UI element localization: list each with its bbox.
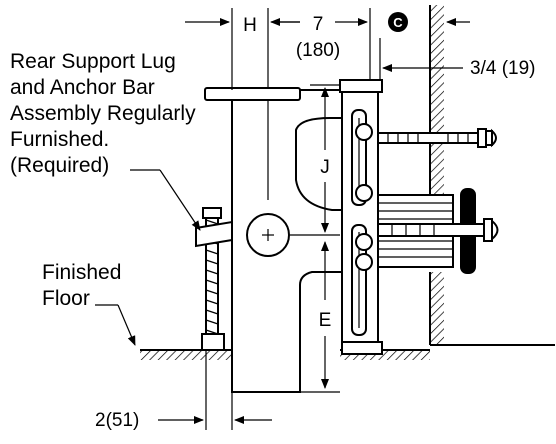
centerline-symbol: C: [388, 12, 408, 32]
annotation-line-2: and Anchor Bar: [10, 76, 155, 99]
dim-7-label: 7: [313, 14, 324, 35]
floor-line-2: Floor: [42, 287, 90, 310]
annotation-line-3: Assembly Regularly: [10, 102, 196, 125]
centerline-letter: C: [393, 15, 403, 30]
wall: [429, 5, 555, 346]
annotation-line-1: Rear Support Lug: [10, 50, 176, 73]
dim-3-4-label: 3/4 (19): [470, 58, 535, 79]
coupling-assembly: [377, 188, 499, 274]
dimension-lines: [95, 8, 470, 430]
upper-bolt: [377, 128, 497, 148]
floor-line-1: Finished: [42, 261, 121, 284]
dim-7-mm-label: (180): [296, 40, 340, 61]
annotation-line-4: Furnished.: [10, 128, 109, 151]
dim-j-label: J: [320, 157, 330, 178]
dim-2-label: 2(51): [95, 410, 139, 431]
annotation-line-5: (Required): [10, 154, 109, 177]
support-lug-annotation: Rear Support Lug and Anchor Bar Assembly…: [10, 50, 196, 177]
dim-h-label: H: [243, 15, 257, 36]
carrier-frame: [339, 79, 383, 355]
fixture-body: [204, 87, 351, 393]
outlet-circle: [246, 213, 290, 257]
floor-annotation: Finished Floor: [42, 261, 121, 310]
rear-support-lug: [195, 207, 233, 351]
dim-e-label: E: [319, 310, 332, 331]
